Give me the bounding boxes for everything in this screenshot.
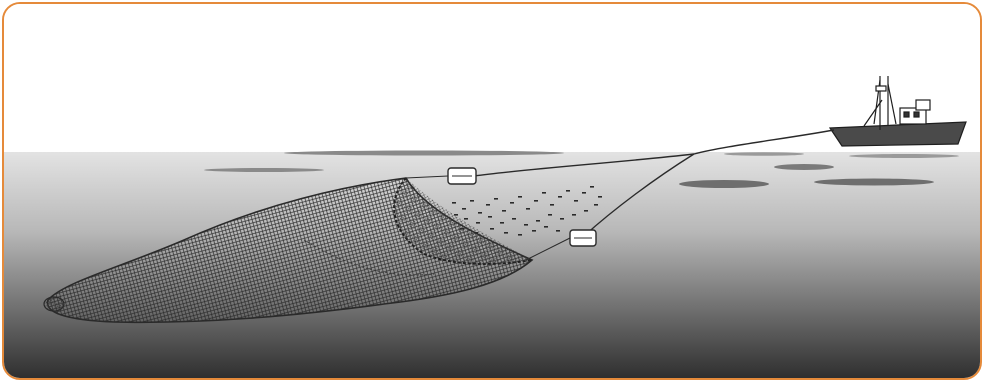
- otter-board-upper: [448, 168, 476, 184]
- trawl-illustration: [4, 4, 980, 378]
- otter-board-lower: [570, 230, 596, 246]
